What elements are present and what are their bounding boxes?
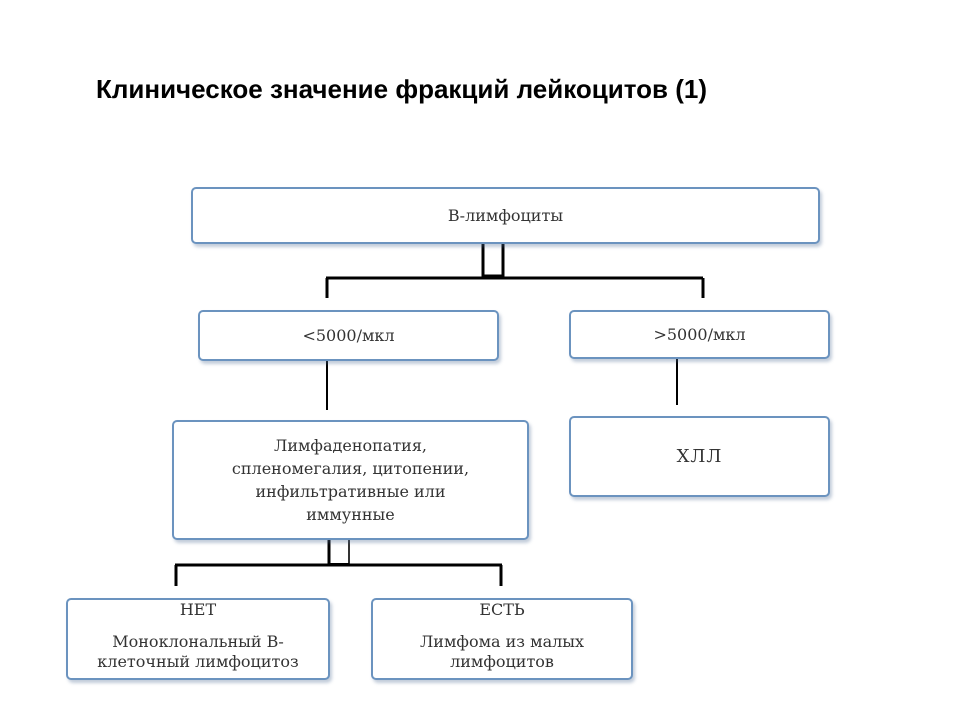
node-yes-header: ЕСТЬ <box>479 600 525 619</box>
node-cll-label: ХЛЛ <box>676 446 723 467</box>
node-clinical-signs-line3: инфильтративные или <box>255 482 446 501</box>
page-title: Клиническое значение фракций лейкоцитов … <box>96 74 707 104</box>
node-clinical-signs-line2: спленомегалия, цитопении, <box>231 459 470 478</box>
node-clinical-signs-line1: Лимфаденопатия, <box>273 436 428 455</box>
node-above-5000: >5000/мкл <box>569 310 830 359</box>
node-below-5000: <5000/мкл <box>198 310 499 361</box>
node-b-lymphocytes-label: В-лимфоциты <box>447 206 564 225</box>
node-no-header: НЕТ <box>179 600 217 619</box>
node-yes-line1: Лимфома из малых <box>419 632 585 651</box>
node-cll: ХЛЛ <box>569 416 830 497</box>
node-yes: ЕСТЬ Лимфома из малых лимфоцитов <box>371 598 633 680</box>
node-clinical-signs: Лимфаденопатия, спленомегалия, цитопении… <box>172 420 529 540</box>
node-above-5000-label: >5000/мкл <box>653 325 746 344</box>
node-no-line1: Моноклональный В- <box>112 632 284 651</box>
node-clinical-signs-line4: иммунные <box>306 505 395 524</box>
node-b-lymphocytes: В-лимфоциты <box>191 187 820 244</box>
node-below-5000-label: <5000/мкл <box>302 326 395 345</box>
node-no: НЕТ Моноклональный В- клеточный лимфоцит… <box>66 598 330 680</box>
node-yes-line2: лимфоцитов <box>450 652 554 671</box>
node-no-line2: клеточный лимфоцитоз <box>97 652 299 671</box>
